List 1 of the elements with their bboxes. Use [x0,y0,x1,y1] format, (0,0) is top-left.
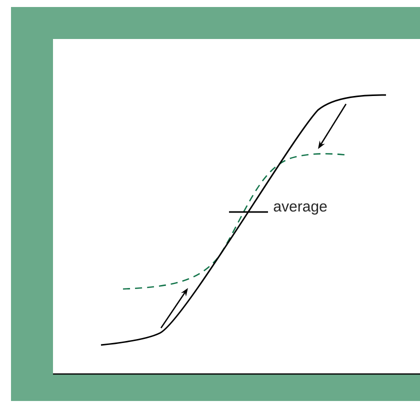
average-label: average [274,203,327,215]
